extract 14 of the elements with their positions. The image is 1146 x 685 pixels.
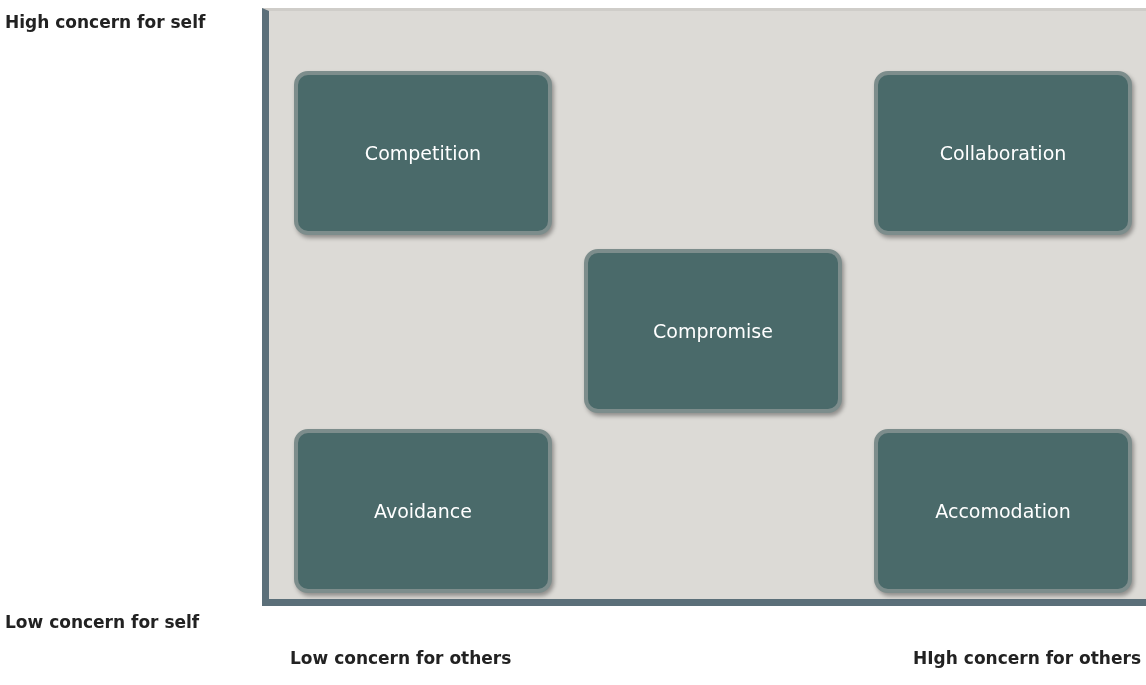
- style-box: [294, 71, 552, 235]
- style-box: [874, 429, 1132, 593]
- box-label: Collaboration: [939, 142, 1067, 164]
- box-label: Compromise: [653, 320, 773, 342]
- box-label: Avoidance: [374, 500, 472, 522]
- style-box: [874, 71, 1132, 235]
- axis-label: Low concern for self: [5, 612, 200, 632]
- axis-label: HIgh concern for others: [913, 648, 1141, 668]
- box-label: Accomodation: [935, 500, 1071, 522]
- style-box: [294, 429, 552, 593]
- style-box: [584, 249, 842, 413]
- axis-label: High concern for self: [5, 12, 206, 32]
- axis-label: Low concern for others: [290, 648, 512, 668]
- box-label: Competition: [364, 142, 482, 164]
